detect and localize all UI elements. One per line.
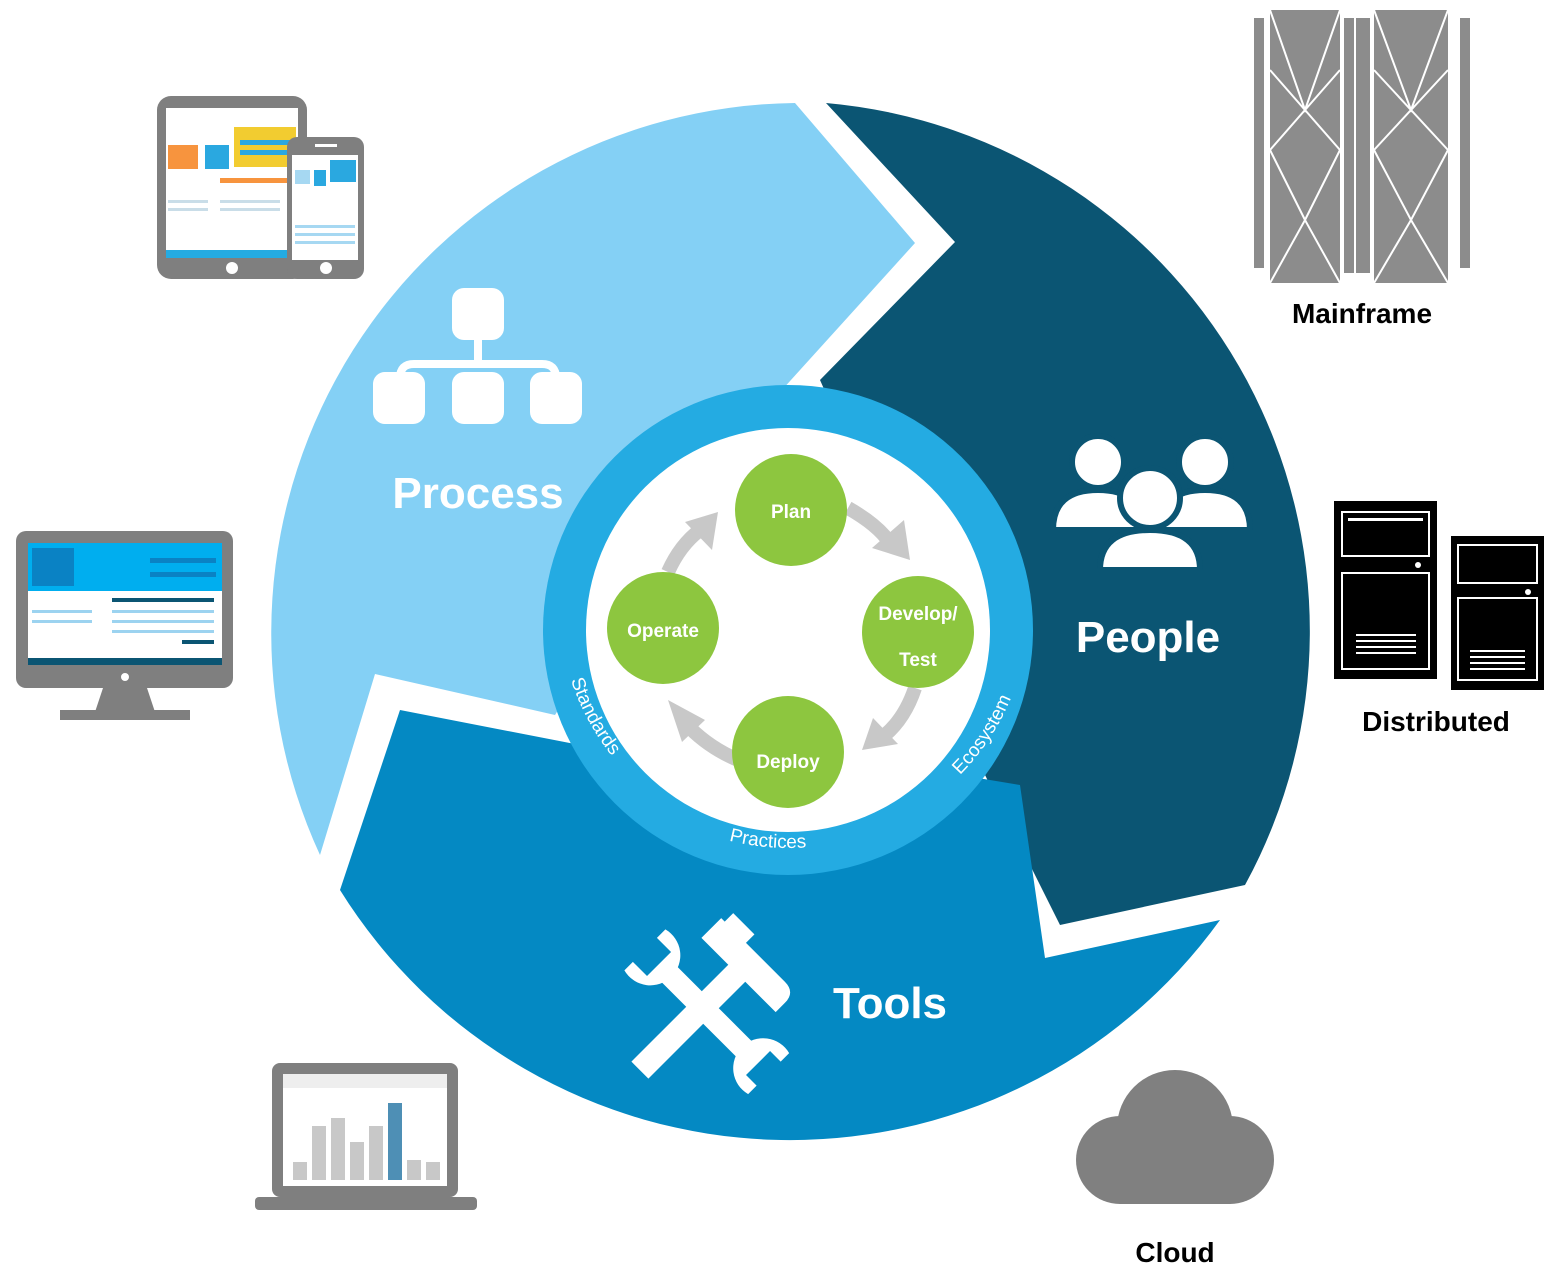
deploy-node: Deploy [732, 696, 844, 808]
cloud-icon [1076, 1070, 1274, 1204]
operate-label: Operate [627, 621, 699, 642]
plan-label: Plan [771, 502, 811, 523]
distributed-label: Distributed [1362, 706, 1510, 737]
desktop-monitor-icon [16, 531, 233, 720]
test-label: Test [899, 650, 937, 671]
laptop-chart-icon [255, 1063, 477, 1210]
process-label: Process [392, 469, 563, 518]
develop-label: Develop/ [878, 604, 958, 625]
tablet-phone-icon [157, 96, 364, 279]
arrow-operate-to-plan [661, 512, 718, 575]
mainframe-label: Mainframe [1292, 298, 1432, 329]
people-label: People [1076, 613, 1220, 662]
deploy-label: Deploy [756, 752, 820, 773]
tools-label: Tools [833, 979, 947, 1028]
develop-test-node: Develop/ Test [862, 576, 974, 688]
plan-node: Plan [735, 454, 847, 566]
people-group-icon [1049, 433, 1254, 573]
mainframe-server-icon [1254, 9, 1470, 284]
org-chart-icon [373, 288, 582, 424]
cloud-label: Cloud [1135, 1237, 1214, 1266]
operate-node: Operate [607, 572, 719, 684]
arrow-plan-to-develop [844, 501, 910, 560]
tools-segment [340, 710, 1220, 1141]
arrow-develop-to-deploy [862, 685, 922, 750]
process-segment [271, 103, 915, 855]
server-towers-icon [1334, 501, 1544, 690]
hammer-wrench-icon [624, 913, 791, 1095]
